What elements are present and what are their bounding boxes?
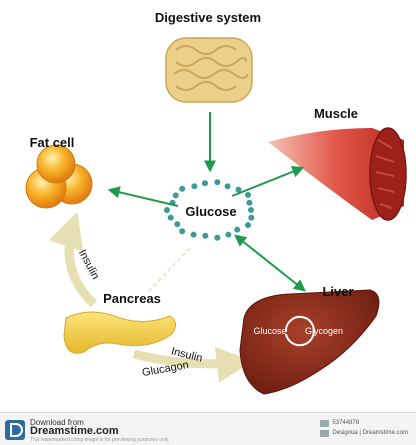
glucose-dot: [214, 179, 221, 186]
digestive-system-illustration: [165, 37, 253, 103]
watermark-footer: Download from Dreamstime.com This waterm…: [0, 412, 416, 445]
glucose-dot: [179, 228, 186, 235]
arrow-glucose-to-muscle: [231, 165, 305, 197]
glucose-label: Glucose: [185, 204, 236, 219]
liver-glucose-label: Glucose: [253, 326, 286, 336]
glucose-dot: [202, 180, 208, 187]
glucose-dot: [172, 192, 179, 199]
glucose-dot: [190, 231, 197, 238]
glucose-dot: [246, 199, 253, 206]
insulin-fat-label: Insulin: [76, 248, 102, 282]
glucagon-liver-label: Glucagon: [141, 359, 189, 379]
arrow-glucose-to-fat: [107, 186, 179, 207]
credit-text: Designua | Dreamstime.com: [332, 430, 408, 436]
muscle-label: Muscle: [314, 106, 358, 121]
download-from-text: Download from: [30, 418, 84, 427]
dashed-arrow-glucose-to-pancreas: [147, 247, 191, 293]
glucose-dot: [164, 207, 170, 213]
arrow-pancreas-to-fat: [48, 211, 98, 308]
pancreas-illustration: [63, 311, 176, 354]
glucose-dot: [234, 226, 241, 233]
arrow-glucose-liver: [234, 234, 306, 292]
glucose-dot: [248, 207, 254, 213]
glucose-dot: [214, 234, 221, 241]
glucose-dot: [245, 222, 251, 229]
glucose-dot: [248, 214, 255, 221]
fat-cell-illustration: [25, 144, 93, 209]
arrow-pancreas-to-liver: [132, 347, 253, 383]
muscle-illustration: [268, 127, 407, 221]
glucose-dot: [191, 183, 198, 190]
author-icon: [320, 429, 330, 437]
digestive-system-label: Digestive system: [155, 10, 261, 25]
liver-label: Liver: [322, 284, 353, 299]
glucose-dot: [202, 232, 209, 239]
watermark-note: This watermarked comp image is for previ…: [30, 437, 170, 443]
glucose-dot: [224, 183, 231, 190]
pancreas-label: Pancreas: [103, 291, 161, 306]
liver-glycogen-label: Glycogen: [305, 326, 343, 336]
glucose-dot: [245, 191, 251, 198]
glucose-dot: [167, 214, 174, 221]
id-icon: [320, 419, 330, 427]
liver-illustration: [239, 289, 380, 395]
glucose-dot: [179, 185, 186, 192]
glucose-dot: [174, 221, 181, 228]
dreamstime-logo-icon: [5, 420, 25, 440]
glucose-dot: [225, 231, 232, 238]
fat-cell-label: Fat cell: [30, 135, 75, 150]
glucose-dot: [235, 186, 242, 193]
image-id: 53744878: [332, 420, 360, 426]
glucose-molecules: [164, 179, 255, 241]
dreamstime-brand-text: Dreamstime.com: [30, 425, 119, 437]
